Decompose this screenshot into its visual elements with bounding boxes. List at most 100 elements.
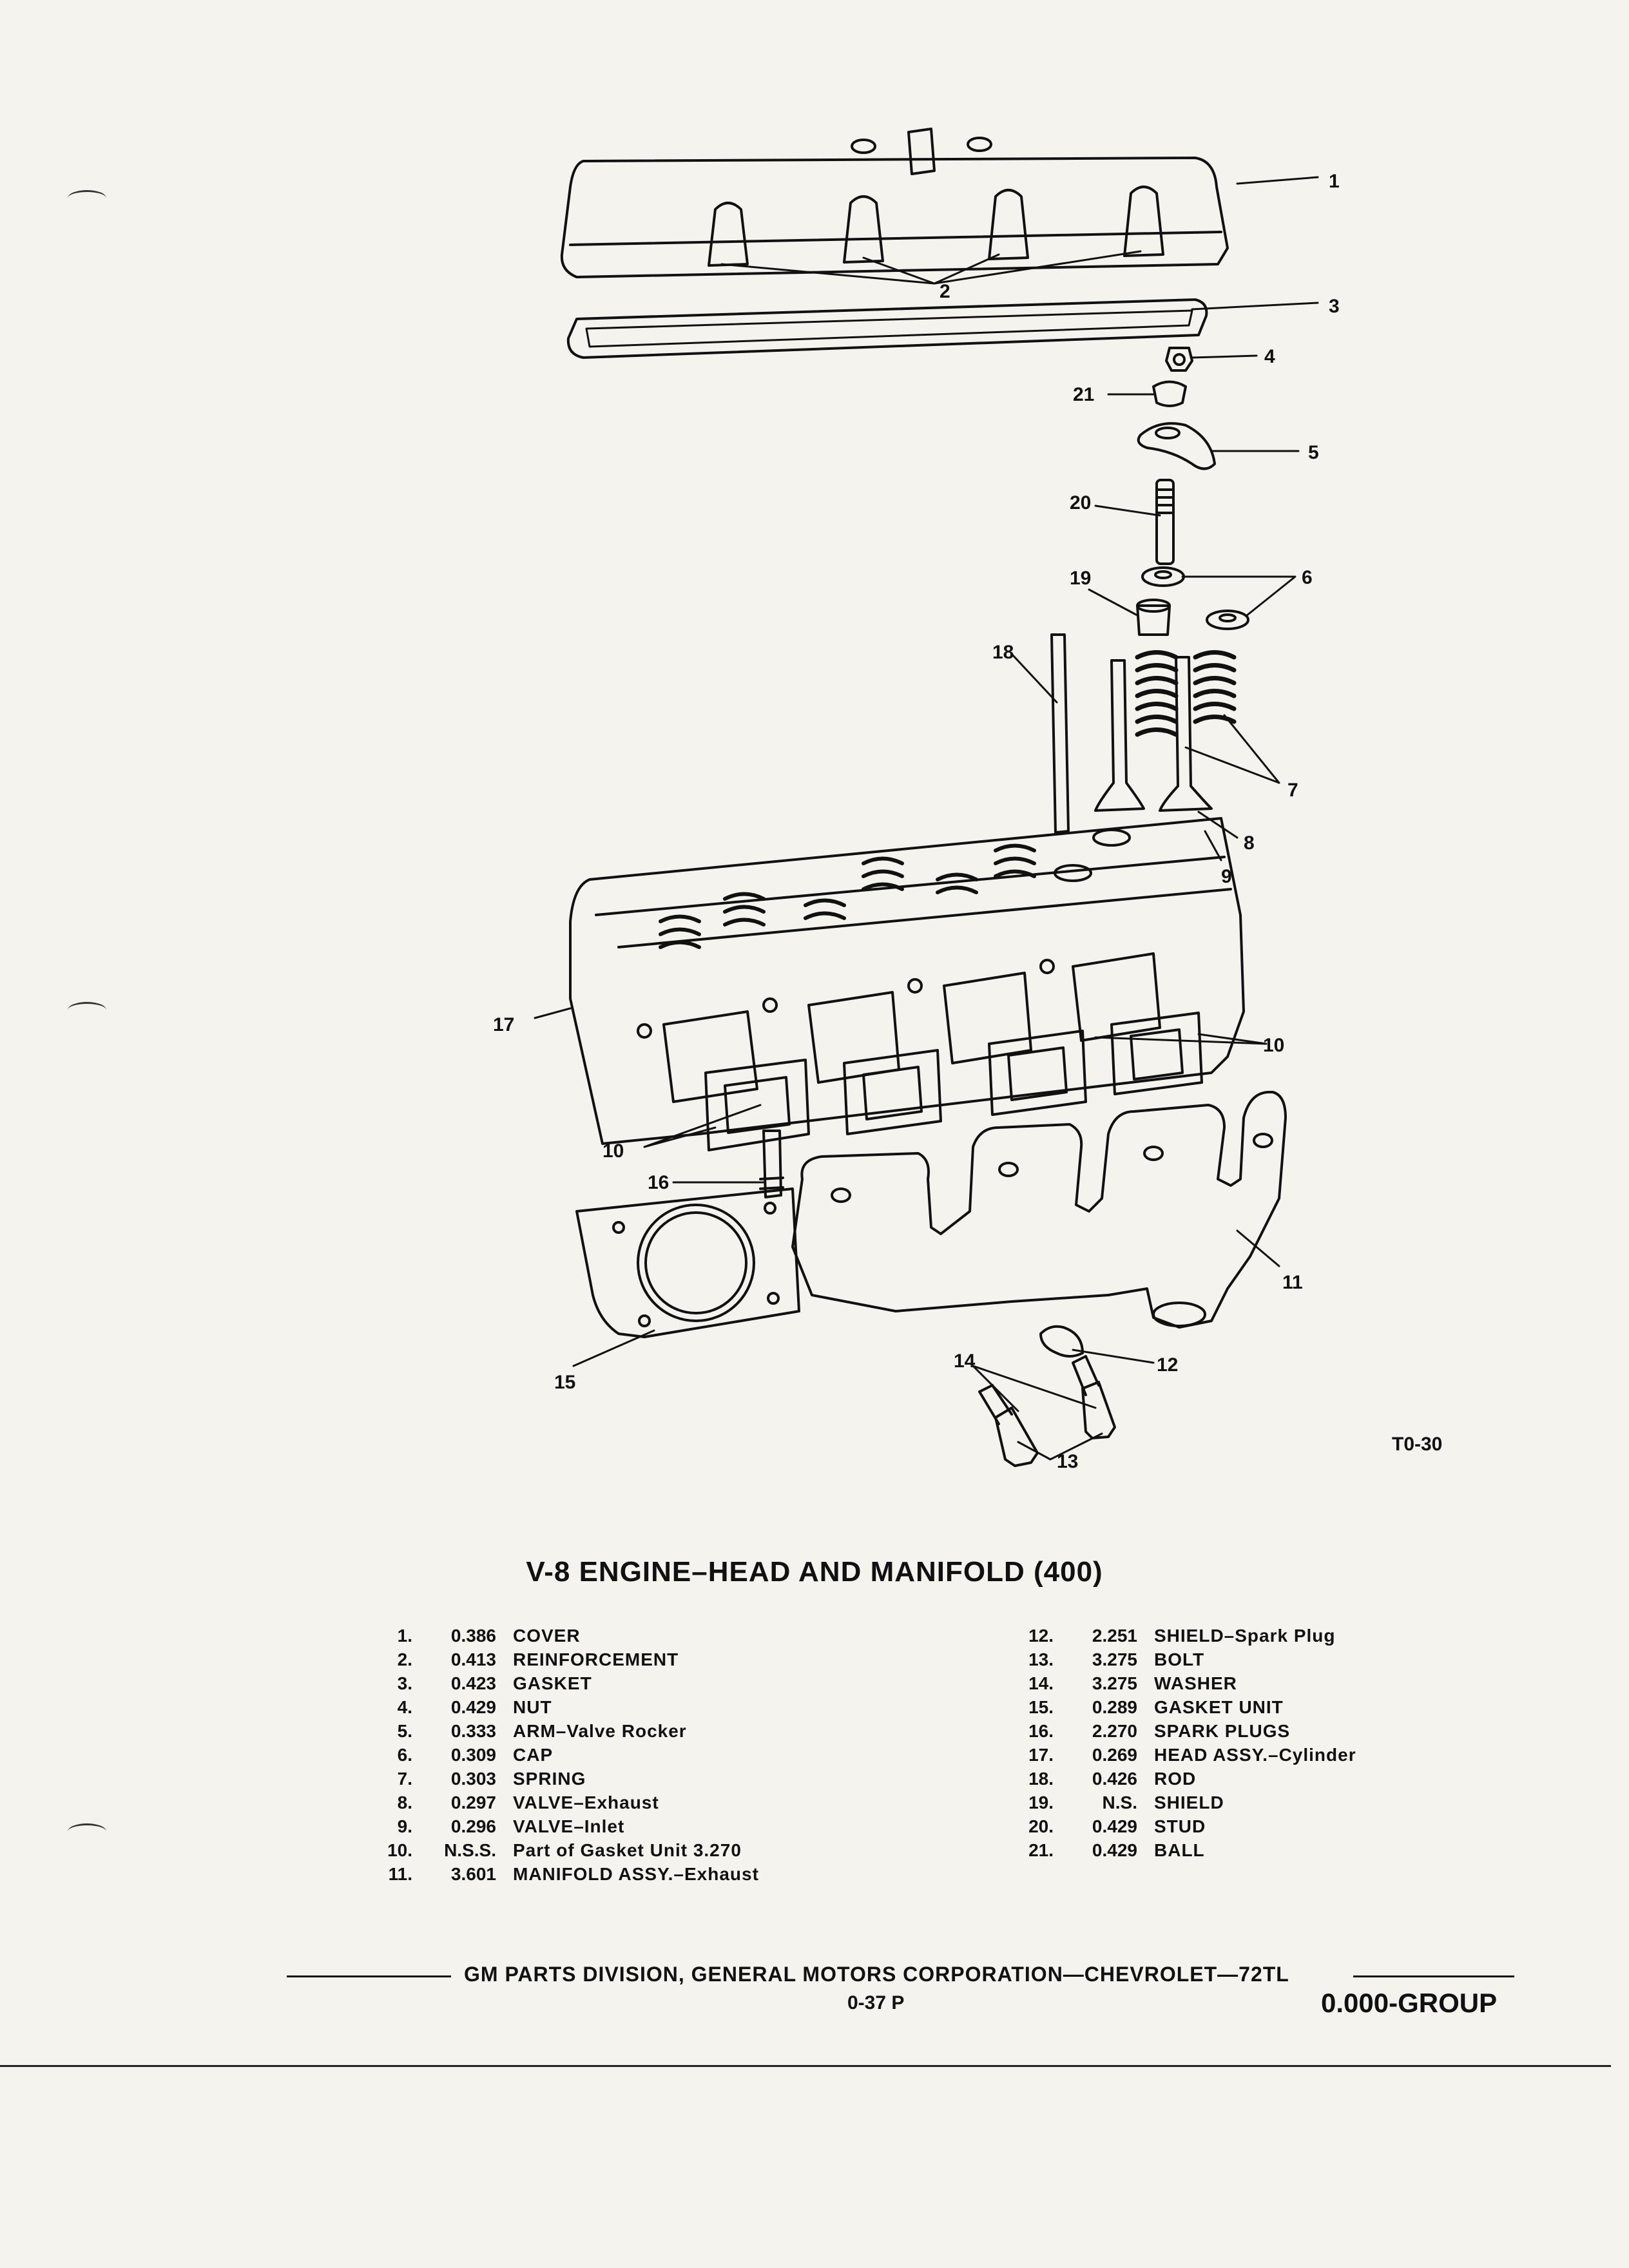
valve-drawing xyxy=(1094,656,1213,812)
cover-gasket-drawing xyxy=(566,298,1208,359)
part-group-code: 2.270 xyxy=(1092,1721,1137,1741)
part-description: VALVE–Exhaust xyxy=(513,1792,659,1812)
part-group-code: N.S.S. xyxy=(444,1840,496,1860)
part-group-code: 0.413 xyxy=(450,1649,496,1669)
callout-2: 2 xyxy=(940,281,950,302)
callout-4: 4 xyxy=(1264,346,1275,367)
part-number: 6. xyxy=(397,1745,412,1765)
parts-row: 20. 0.429 STUD xyxy=(1015,1814,1356,1838)
part-description: REINFORCEMENT xyxy=(513,1649,679,1669)
part-number: 15. xyxy=(1028,1697,1054,1717)
part-group-code: N.S. xyxy=(1102,1792,1137,1812)
part-description: Part of Gasket Unit 3.270 xyxy=(513,1840,742,1860)
part-group-code: 3.275 xyxy=(1092,1673,1137,1693)
leader-lines xyxy=(534,176,1319,1461)
part-number: 14. xyxy=(1028,1673,1054,1693)
part-description: COVER xyxy=(513,1626,581,1646)
part-number: 4. xyxy=(397,1697,412,1717)
callout-9: 9 xyxy=(1221,866,1232,887)
part-group-code: 3.601 xyxy=(450,1864,496,1884)
callout-10b: 10 xyxy=(602,1140,624,1162)
bolt-drawing xyxy=(978,1355,1116,1467)
footer-division: GM PARTS DIVISION, GENERAL MOTORS CORPOR… xyxy=(464,1963,1289,1986)
part-group-code: 0.426 xyxy=(1092,1769,1137,1789)
part-number: 7. xyxy=(397,1769,412,1789)
part-description: VALVE–Inlet xyxy=(513,1816,625,1836)
part-group-code: 0.423 xyxy=(450,1673,496,1693)
binder-hole-mark xyxy=(68,190,106,206)
part-number: 9. xyxy=(397,1816,412,1836)
parts-row: 9. 0.296 VALVE–Inlet xyxy=(374,1814,759,1838)
part-description: STUD xyxy=(1154,1816,1206,1836)
part-group-code: 0.386 xyxy=(450,1626,496,1646)
part-number: 5. xyxy=(397,1721,412,1741)
footer-rule-left xyxy=(287,1975,451,1977)
stud-drawing xyxy=(1155,479,1175,565)
part-group-code: 0.303 xyxy=(450,1769,496,1789)
part-number: 19. xyxy=(1028,1792,1054,1812)
part-group-code: 0.429 xyxy=(1092,1816,1137,1836)
part-description: MANIFOLD ASSY.–Exhaust xyxy=(513,1864,759,1884)
valve-cover-drawing xyxy=(560,128,1229,278)
rocker-arm-drawing xyxy=(1137,422,1216,470)
part-group-code: 2.251 xyxy=(1092,1626,1137,1646)
part-number: 3. xyxy=(397,1673,412,1693)
parts-row: 10. N.S.S. Part of Gasket Unit 3.270 xyxy=(374,1838,759,1862)
binder-hole-mark xyxy=(68,1002,106,1018)
part-number: 10. xyxy=(387,1840,412,1860)
nut-drawing xyxy=(1165,347,1193,372)
spark-plug-drawing xyxy=(759,1129,784,1198)
part-number: 8. xyxy=(397,1792,412,1812)
exhaust-manifold-drawing xyxy=(791,1091,1287,1329)
figure-title: V-8 ENGINE–HEAD AND MANIFOLD (400) xyxy=(526,1556,1103,1588)
part-description: ARM–Valve Rocker xyxy=(513,1721,687,1741)
shield-drawing xyxy=(1136,599,1171,636)
head-gasket-drawing xyxy=(575,1187,800,1338)
figure-code: T0-30 xyxy=(1392,1434,1443,1455)
callout-21: 21 xyxy=(1073,384,1094,405)
part-group-code: 0.297 xyxy=(450,1792,496,1812)
part-number: 20. xyxy=(1028,1816,1054,1836)
part-group-code: 0.309 xyxy=(450,1745,496,1765)
part-description: BALL xyxy=(1154,1840,1205,1860)
spark-plug-shield-drawing xyxy=(1039,1325,1084,1358)
part-group-code: 0.296 xyxy=(450,1816,496,1836)
callout-15: 15 xyxy=(554,1372,575,1393)
page-number: 0-37 P xyxy=(847,1992,905,2013)
callout-13: 13 xyxy=(1057,1451,1078,1472)
footer-rule-right xyxy=(1353,1975,1514,1977)
part-group-code: 0.289 xyxy=(1092,1697,1137,1717)
callout-6: 6 xyxy=(1302,567,1313,588)
callout-labels: 1 2 3 4 5 6 7 8 9 10 10 11 12 13 14 15 1… xyxy=(493,171,1340,1472)
callout-17: 17 xyxy=(493,1014,514,1035)
part-description: WASHER xyxy=(1154,1673,1237,1693)
callout-10a: 10 xyxy=(1263,1035,1284,1056)
parts-row: 15. 0.289 GASKET UNIT xyxy=(1015,1695,1356,1719)
part-number: 11. xyxy=(388,1864,412,1884)
callout-7: 7 xyxy=(1287,780,1298,801)
part-description: GASKET UNIT xyxy=(1154,1697,1284,1717)
callout-11: 11 xyxy=(1282,1272,1303,1293)
part-group-code: 3.275 xyxy=(1092,1649,1137,1669)
cylinder-head-drawing xyxy=(569,817,1245,1145)
callout-16: 16 xyxy=(648,1172,669,1193)
callout-19: 19 xyxy=(1070,568,1091,589)
part-description: BOLT xyxy=(1154,1649,1205,1669)
part-group-code: 0.429 xyxy=(450,1697,496,1717)
parts-row: 8. 0.297 VALVE–Exhaust xyxy=(374,1791,759,1814)
callout-20: 20 xyxy=(1070,492,1091,514)
part-description: HEAD ASSY.–Cylinder xyxy=(1154,1745,1356,1765)
